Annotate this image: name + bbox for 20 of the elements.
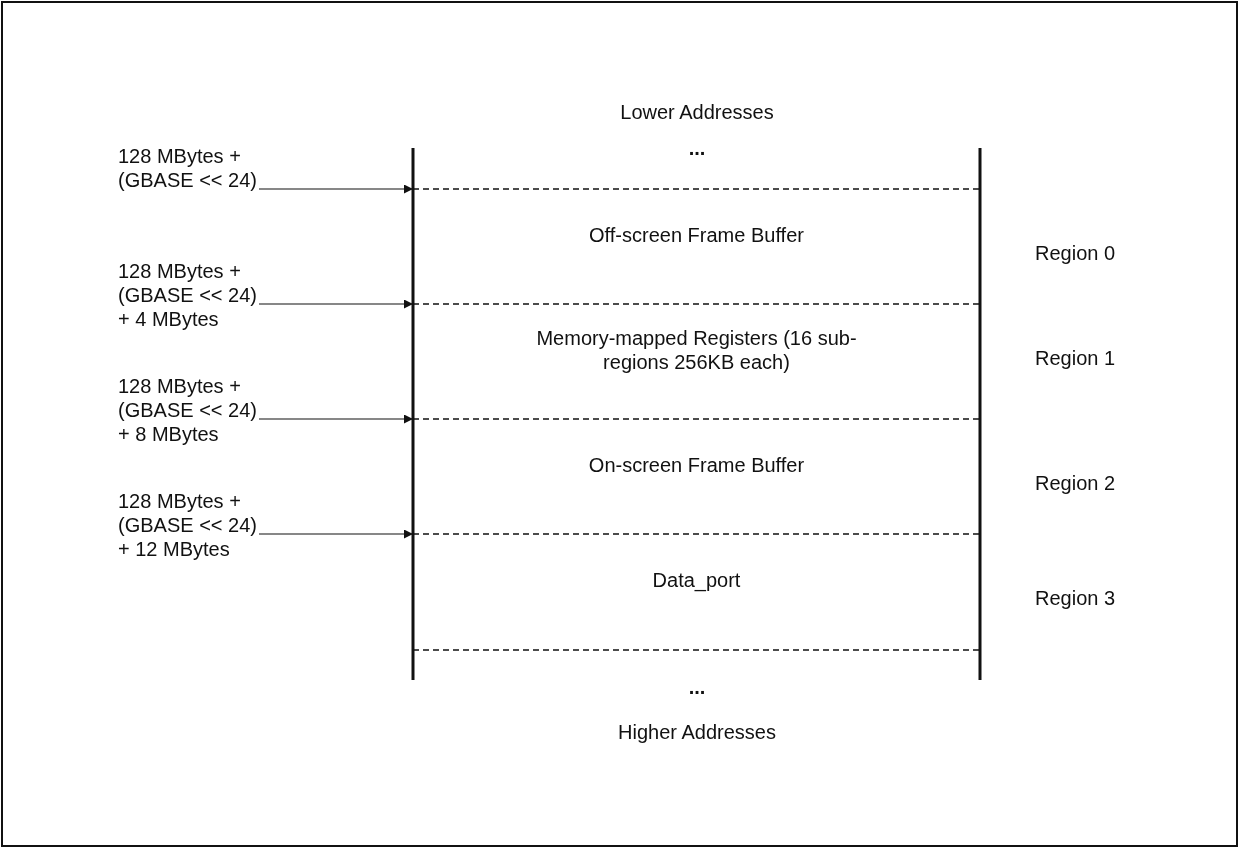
pointer-arrow	[258, 529, 414, 539]
region-number: Region 2	[1035, 470, 1116, 495]
region-number: Region 1	[1035, 345, 1116, 370]
region-name: Data_port	[651, 568, 742, 592]
pointer-arrow	[258, 184, 414, 194]
pointer-arrow	[258, 414, 414, 424]
region-name: On-screen Frame Buffer	[587, 452, 806, 477]
ellipsis: ...	[688, 675, 706, 699]
pointer-arrow	[258, 299, 414, 309]
address-label: 128 MBytes + (GBASE << 24)	[118, 144, 263, 192]
address-direction-label: Higher Addresses	[618, 720, 776, 744]
region-name: Memory-mapped Registers (16 sub-regions 256KB each)	[535, 325, 858, 374]
region-number: Region 0	[1035, 240, 1116, 265]
address-label: 128 MBytes + (GBASE << 24) + 4 MBytes	[118, 259, 263, 331]
ellipsis: ...	[688, 136, 706, 160]
region-number: Region 3	[1035, 586, 1116, 610]
address-label: 128 MBytes + (GBASE << 24) + 12 MBytes	[118, 489, 263, 561]
address-label: 128 MBytes + (GBASE << 24) + 8 MBytes	[118, 374, 263, 446]
region-name: Off-screen Frame Buffer	[588, 222, 805, 247]
address-direction-label: Lower Addresses	[620, 100, 774, 124]
